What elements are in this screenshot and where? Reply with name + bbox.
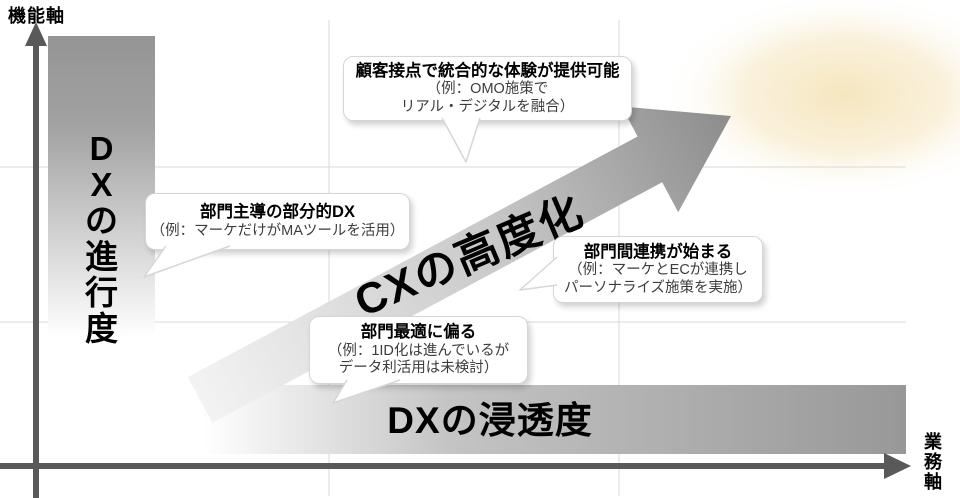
y-axis-arrowhead-icon — [25, 22, 47, 46]
callout-local-optimum-body: （例：1ID化は進んでいるが データ利活用は未検討） — [327, 342, 510, 377]
callout-collaboration-title: 部門間連携が始まる — [583, 242, 733, 261]
callout-collaboration: 部門間連携が始まる （例：マーケとECが連携し パーソナライズ施策を実施） — [553, 236, 763, 303]
callout-partial-dx-title: 部門主導の部分的DX — [200, 203, 355, 222]
x-axis-line — [0, 463, 888, 469]
callout-goal-body: （例：OMO施策で リアル・デジタルを融合） — [400, 81, 575, 115]
dx-progress-bar — [48, 36, 155, 338]
dx-penetration-bar — [203, 385, 906, 454]
x-axis-arrowhead-icon — [884, 453, 911, 479]
callout-collaboration-body: （例：マーケとECが連携し パーソナライズ施策を実施） — [563, 262, 753, 296]
x-axis-label: 業務軸 — [922, 432, 942, 492]
y-axis-label: 機能軸 — [8, 6, 65, 26]
y-axis-line — [33, 38, 39, 498]
axes — [0, 22, 911, 498]
goal-glow — [660, 0, 960, 200]
callout-goal-title: 顧客接点で統合的な体験が提供可能 — [355, 61, 620, 80]
callout-goal: 顧客接点で統合的な体験が提供可能 （例：OMO施策で リアル・デジタルを融合） — [343, 56, 632, 121]
callout-partial-dx-body: （例：マーケだけがMAツールを活用） — [150, 222, 405, 239]
dx-penetration-bar-label: DXの浸透度 — [387, 400, 593, 441]
callout-local-optimum: 部門最適に偏る （例：1ID化は進んでいるが データ利活用は未検討） — [309, 316, 528, 384]
callout-local-optimum-title: 部門最適に偏る — [360, 323, 477, 341]
callout-partial-dx: 部門主導の部分的DX （例：マーケだけがMAツールを活用） — [145, 193, 410, 250]
dx-progress-bar-label: D X の 進 行 度 — [85, 130, 118, 347]
